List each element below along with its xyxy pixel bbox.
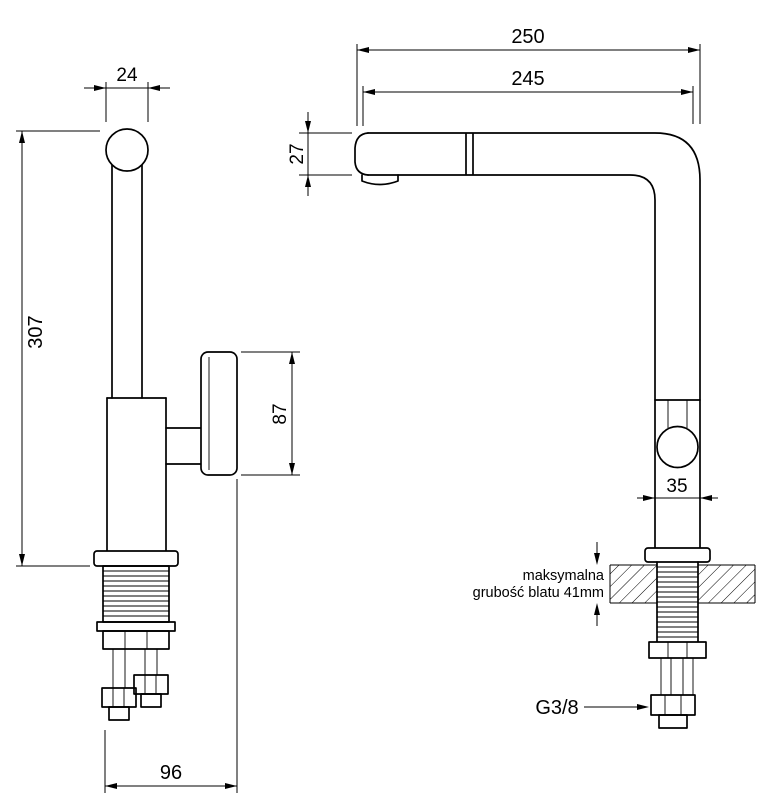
dim-87-label: 87 bbox=[270, 403, 291, 424]
left-mounting-nut bbox=[102, 630, 170, 650]
dim-96-label: 96 bbox=[160, 762, 182, 784]
dimension-96: 96 bbox=[104, 479, 238, 793]
right-spout-outer bbox=[367, 132, 701, 549]
dimension-307: 307 bbox=[16, 130, 100, 567]
left-top-cap bbox=[105, 128, 149, 172]
dimension-87: 87 bbox=[241, 351, 300, 476]
dim-35-label: 35 bbox=[666, 476, 687, 497]
dim-245-label: 245 bbox=[511, 68, 544, 90]
dimension-250: 250 bbox=[356, 26, 701, 126]
dimension-245: 245 bbox=[362, 68, 694, 126]
left-hose-fitting-1 bbox=[101, 687, 137, 708]
left-view-faucet bbox=[93, 128, 238, 721]
left-handle-lever bbox=[200, 351, 238, 476]
dimension-35: 35 bbox=[637, 476, 718, 501]
left-washer-plate bbox=[96, 621, 176, 632]
dimension-24: 24 bbox=[84, 65, 170, 122]
left-base-flange bbox=[93, 550, 179, 567]
countertop-note-line2: grubość blatu 41mm bbox=[473, 585, 604, 601]
right-view-faucet bbox=[354, 132, 711, 563]
countertop-section: maksymalna grubość blatu 41mm bbox=[473, 542, 756, 729]
countertop-note-line1: maksymalna bbox=[523, 568, 605, 584]
left-threaded-shank bbox=[102, 565, 170, 623]
thickness-arrow-down bbox=[594, 553, 600, 565]
thread-size-callout: G3/8 bbox=[535, 697, 649, 719]
thread-size-label: G3/8 bbox=[535, 697, 578, 719]
dimension-27: 27 bbox=[287, 112, 352, 196]
dim-24-label: 24 bbox=[116, 65, 138, 86]
right-base-flange bbox=[644, 547, 711, 563]
right-shank-cutout bbox=[657, 563, 698, 643]
thickness-arrow-up bbox=[594, 603, 600, 615]
right-g38-fitting bbox=[650, 694, 696, 716]
dim-27-label: 27 bbox=[287, 143, 308, 164]
right-mounting-nut bbox=[648, 641, 707, 659]
right-aerator bbox=[361, 174, 399, 186]
right-handle-knob bbox=[656, 425, 699, 469]
dim-250-label: 250 bbox=[511, 26, 544, 48]
right-spout-inner bbox=[367, 174, 656, 549]
dim-307-label: 307 bbox=[25, 315, 47, 348]
left-hose-fitting-2 bbox=[133, 674, 169, 695]
right-spout-tip bbox=[354, 132, 369, 176]
